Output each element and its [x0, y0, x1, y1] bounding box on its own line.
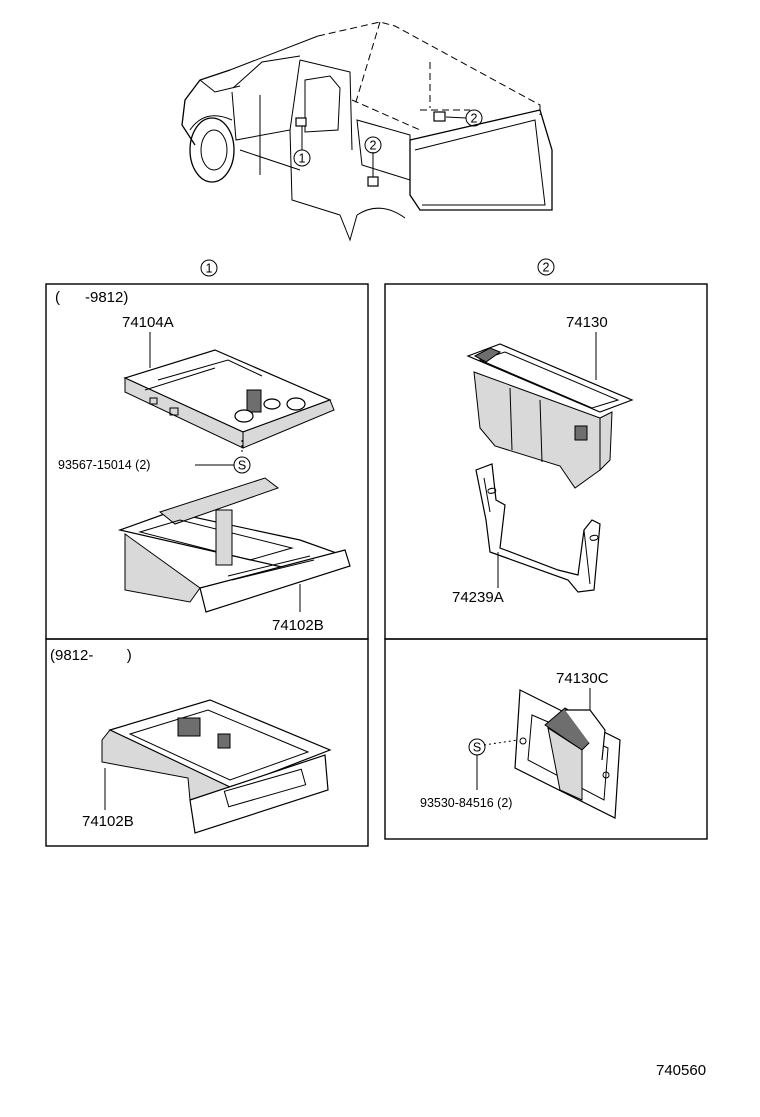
svg-text:2: 2 [471, 112, 478, 126]
svg-text:0: 0 [484, 486, 499, 495]
overview-callout-1: 1 [293, 149, 311, 167]
svg-text:0: 0 [586, 533, 601, 542]
screw-93530-84516: S 93530-84516 (2) [420, 738, 519, 810]
svg-text:2: 2 [543, 261, 550, 275]
date-range-label: ( -9812) [55, 289, 128, 306]
panel-front-ashtray-early: ( -9812) 74104A S 93567-15014 (2) [45, 283, 369, 640]
diagram-number: 740560 [656, 1062, 706, 1079]
vehicle-overview-illustration [181, 21, 553, 242]
panel-rear-ashtray: 74130 0 0 74239A [384, 283, 708, 640]
ashtray-74130-illustration [466, 343, 634, 489]
overview-callout-2-side: 2 [364, 136, 382, 154]
panel-rear-ashtray-assy: 74130C S 93530-84516 (2) [384, 638, 708, 840]
ashtray-74102B-late-illustration [101, 699, 332, 834]
svg-text:1: 1 [299, 152, 306, 166]
date-range-label: (9812- ) [50, 647, 132, 664]
svg-text:S: S [473, 741, 481, 755]
svg-text:1: 1 [206, 262, 213, 276]
part-number-93530-84516: 93530-84516 (2) [420, 796, 512, 810]
ashtray-74130C-illustration [514, 689, 621, 819]
panel-front-ashtray-late: (9812- ) 74102B [45, 638, 369, 847]
bracket-74239A-illustration: 0 0 [475, 463, 601, 593]
part-number-74104A: 74104A [122, 314, 174, 331]
part-number-74102B-early: 74102B [272, 617, 324, 634]
part-number-93567-15014: 93567-15014 (2) [58, 458, 150, 472]
screw-93567-15014: S 93567-15014 (2) [58, 456, 251, 474]
column-callout-2: 2 [537, 258, 555, 276]
part-number-74239A: 74239A [452, 589, 504, 606]
svg-text:S: S [238, 459, 246, 473]
receptacle-74104A-illustration [123, 349, 335, 455]
column-callout-1: 1 [200, 259, 218, 277]
overview-callout-2-rear: 2 [465, 109, 483, 127]
part-number-74130C: 74130C [556, 670, 609, 687]
ashtray-74102B-illustration [117, 477, 351, 613]
part-number-74102B-late: 74102B [82, 813, 134, 830]
part-number-74130: 74130 [566, 314, 608, 331]
svg-text:2: 2 [370, 139, 377, 153]
